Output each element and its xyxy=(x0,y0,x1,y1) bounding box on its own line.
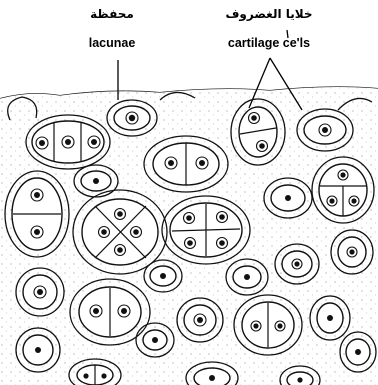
cartilage-tissue xyxy=(0,80,378,385)
lacuna-single-f xyxy=(16,328,60,372)
lacuna-pair-vertical-left xyxy=(5,171,69,257)
cartilage-cells-label-arabic: خلايا الغضروف xyxy=(225,7,312,22)
lacuna-single-pointed xyxy=(297,109,353,151)
lacuna-pair-pointed xyxy=(231,99,285,165)
lacuna-triple-left xyxy=(26,115,110,169)
lacuna-single-bottom-center xyxy=(177,298,223,342)
lacuna-single-top xyxy=(107,100,157,136)
lacuna-pair-center xyxy=(144,136,228,192)
lacuna-single-d xyxy=(16,268,64,316)
lacunae-label-arabic: محفظة xyxy=(90,7,134,21)
lacuna-pair-bottom-right xyxy=(234,295,302,355)
lacuna-triple-right xyxy=(312,157,374,223)
cartilage-cells-label-english: cartilage ce'ls xyxy=(228,36,310,50)
lacunae-label-english: lacunae xyxy=(89,36,136,50)
lacuna-quad-left xyxy=(73,190,167,274)
lacuna-cluster-center xyxy=(162,196,250,264)
lacuna-pair-bottom-left xyxy=(70,279,150,345)
